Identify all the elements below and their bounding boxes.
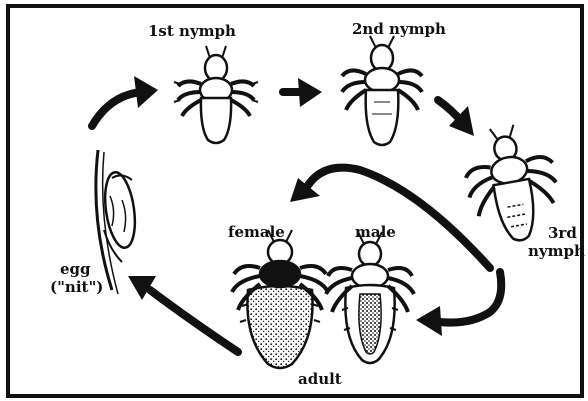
male-adult-illustration	[326, 232, 414, 363]
female-label: female	[228, 225, 285, 240]
arrow-adults-to-egg	[128, 276, 238, 352]
egg-label: egg	[60, 262, 91, 277]
third-nymph-label-line2: nymph	[528, 244, 585, 259]
egg-nit-illustration	[96, 150, 139, 294]
arrow-egg-to-first-nymph	[92, 76, 158, 126]
third-nymph-label-line1: 3rd	[548, 226, 577, 241]
male-label: male	[355, 225, 396, 240]
female-adult-illustration	[232, 230, 328, 368]
second-nymph-illustration	[342, 36, 422, 145]
arrow-second-to-third-nymph	[438, 100, 474, 136]
first-nymph-label: 1st nymph	[148, 24, 236, 39]
first-nymph-illustration	[174, 46, 258, 143]
adult-label: adult	[298, 372, 342, 387]
arrow-first-to-second-nymph	[283, 78, 322, 107]
nit-label: ("nit")	[50, 280, 103, 295]
second-nymph-label: 2nd nymph	[352, 22, 446, 37]
